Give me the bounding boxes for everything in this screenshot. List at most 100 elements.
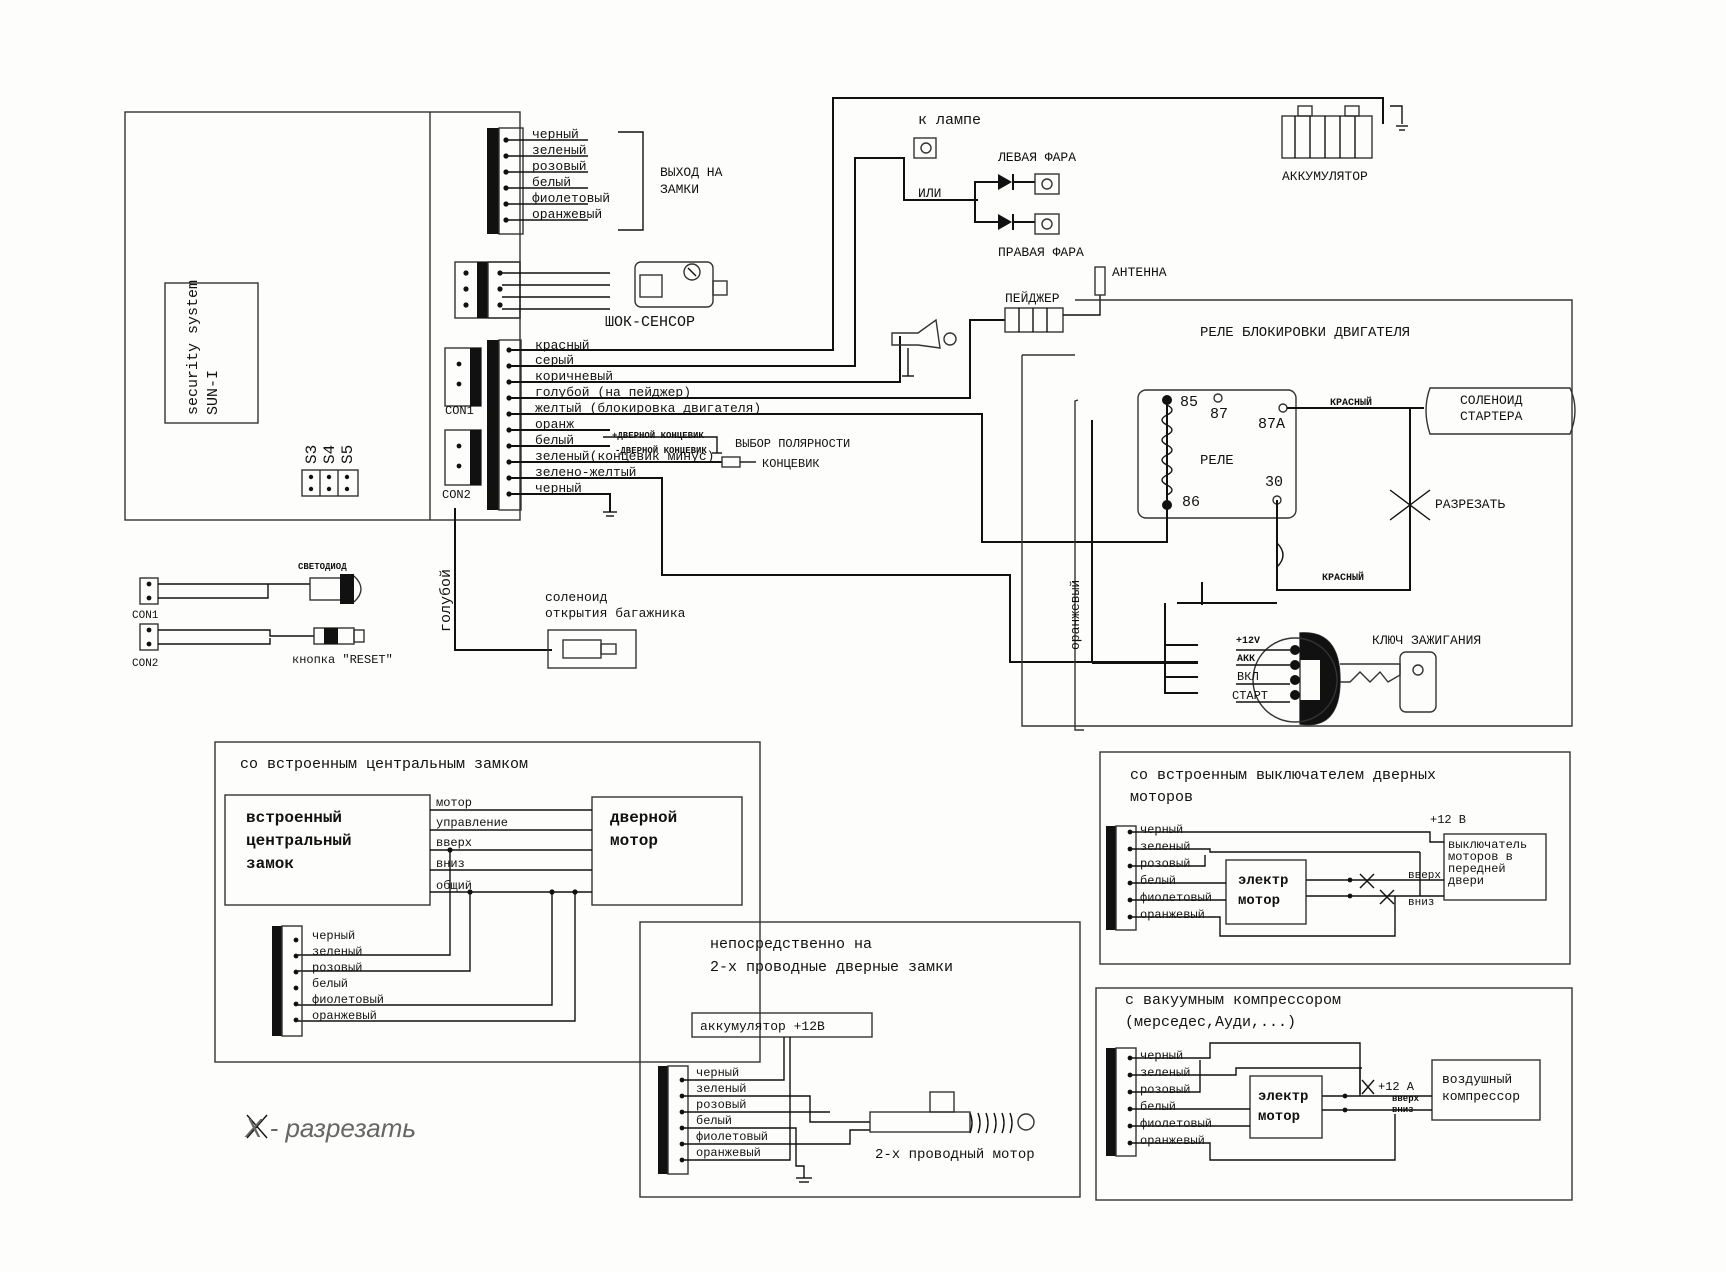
vac-wire-4: фиолетовый xyxy=(1140,1117,1212,1131)
sw-plus12: +12 В xyxy=(1430,813,1466,827)
shock-sensor: ШОК-СЕНСОР xyxy=(454,261,728,331)
cl-wire-5: оранжевый xyxy=(312,1009,377,1023)
harness-wire-4: желтый (блокировка двигателя) xyxy=(535,401,761,416)
harness-wire-9: черный xyxy=(535,481,582,496)
lock-wire-0: черный xyxy=(532,127,579,142)
relay-pin-87: 87 xyxy=(1210,406,1228,423)
relay-red-label-2: КРАСНЫЙ xyxy=(1322,570,1364,584)
harness-wire-5: оранж xyxy=(535,417,574,432)
builtin-lock-line2: центральный xyxy=(246,832,352,850)
two-wire-motor xyxy=(869,1091,1035,1134)
direct-battery-label: аккумулятор +12В xyxy=(700,1019,825,1034)
cl-wire-4: фиолетовый xyxy=(312,993,384,1007)
trunk-solenoid-area: голубой соленоид открытия багажника xyxy=(438,508,686,669)
orange-wire-label: оранжевый xyxy=(1068,580,1083,650)
central-lock-box: со встроенным центральным замком встроен… xyxy=(214,741,761,1063)
direct-box: непосредственно на 2-х проводные дверные… xyxy=(639,921,1081,1198)
ignition-switch[interactable] xyxy=(1252,632,1437,726)
ignition-pin-acc: АКК xyxy=(1237,654,1255,665)
relay-red-label-1: КРАСНЫЙ xyxy=(1330,395,1372,409)
sw-switch-line1: выключатель xyxy=(1448,838,1527,852)
ignition-pin-start: СТАРТ xyxy=(1232,689,1268,703)
polarity-label: ВЫБОР ПОЛЯРНОСТИ xyxy=(735,437,850,451)
legend-text: Х - разрезать xyxy=(244,1113,416,1143)
lock-output-title-2: ЗАМКИ xyxy=(660,182,699,197)
switch-label-s5: S5 xyxy=(339,445,357,464)
door-switch-minus: -ДВЕРНОЙ КОНЦЕВИК xyxy=(615,445,707,456)
unit-label-line1: security system xyxy=(185,280,202,415)
starter-solenoid-line1: СОЛЕНОИД xyxy=(1460,393,1523,408)
switch-box: со встроенным выключателем дверных мотор… xyxy=(1099,751,1571,965)
cl-wire-1: зеленый xyxy=(312,945,362,959)
vac-up: вверх xyxy=(1392,1094,1420,1104)
dip-switches[interactable] xyxy=(301,469,359,497)
unit-label-line2: SUN-I xyxy=(205,370,222,415)
right-headlight-label: ПРАВАЯ ФАРА xyxy=(998,245,1084,260)
small-con1-label: CON1 xyxy=(132,610,159,622)
cl-wire-0: черный xyxy=(312,929,355,943)
cl-wire-3: белый xyxy=(312,977,348,991)
harness-wire-1: серый xyxy=(535,353,574,368)
ignition-pin-12v: +12V xyxy=(1236,636,1260,647)
sw-wire-2: розовый xyxy=(1140,857,1190,871)
direct-wire-1: зеленый xyxy=(696,1082,746,1096)
sw-wire-3: белый xyxy=(1140,874,1176,888)
con2-label: CON2 xyxy=(442,488,471,502)
pager: ПЕЙДЖЕР АНТЕННА xyxy=(1004,265,1167,333)
vacuum-box: с вакуумным компрессором (мерседес,Ауди,… xyxy=(1095,987,1573,1201)
small-con2-label: CON2 xyxy=(132,658,158,670)
sw-down: вниз xyxy=(1408,897,1434,909)
pager-label: ПЕЙДЖЕР xyxy=(1005,291,1060,306)
battery-label: АККУМУЛЯТОР xyxy=(1282,169,1368,184)
right-diode xyxy=(998,213,1060,235)
lock-output-pins xyxy=(503,137,509,223)
vac-comp-line2: компрессор xyxy=(1442,1089,1520,1104)
switch-title-line2: моторов xyxy=(1130,789,1193,806)
vac-wire-1: зеленый xyxy=(1140,1066,1190,1080)
battery: АККУМУЛЯТОР xyxy=(1281,105,1408,184)
lock-wire-4: фиолетовый xyxy=(532,191,610,206)
vac-motor-line1: электр xyxy=(1258,1089,1308,1105)
sw-cut-marks xyxy=(1359,873,1395,905)
vac-comp-line1: воздушный xyxy=(1442,1072,1512,1087)
relay-pin-85: 85 xyxy=(1180,394,1198,411)
lock-wire-5: оранжевый xyxy=(532,207,602,222)
vacuum-title-line1: с вакуумным компрессором xyxy=(1125,992,1341,1009)
relay-pin-86: 86 xyxy=(1182,494,1200,511)
sw-wire-5: оранжевый xyxy=(1140,908,1205,922)
lock-wire-1: зеленый xyxy=(532,143,587,158)
trunk-label-line2: открытия багажника xyxy=(545,606,686,621)
con2-connector: CON2 xyxy=(442,429,482,502)
sw-motor-line1: электр xyxy=(1238,873,1288,889)
relay-block: РЕЛЕ БЛОКИРОВКИ ДВИГАТЕЛЯ 85 87 87A РЕЛЕ… xyxy=(1021,299,1576,731)
harness-wire-3: голубой (на пейджер) xyxy=(535,385,691,400)
ignition-label: КЛЮЧ ЗАЖИГАНИЯ xyxy=(1372,633,1481,648)
builtin-lock-line1: встроенный xyxy=(246,809,342,827)
sw-up: вверх xyxy=(1408,870,1441,882)
con1-connector: CON1 xyxy=(444,347,482,418)
direct-wire-4: фиолетовый xyxy=(696,1130,768,1144)
relay-pin-30: 30 xyxy=(1265,474,1283,491)
door-motor-line1: дверной xyxy=(610,809,677,827)
antenna-label: АНТЕННА xyxy=(1112,265,1167,280)
shock-sensor-label: ШОК-СЕНСОР xyxy=(605,314,695,331)
starter-solenoid-line2: СТАРТЕРА xyxy=(1460,409,1523,424)
vac-wire-2: розовый xyxy=(1140,1083,1190,1097)
sw-wire-0: черный xyxy=(1140,823,1183,837)
vac-plus12: +12 А xyxy=(1378,1080,1415,1094)
ignition-pin-on: ВКЛ xyxy=(1237,670,1259,684)
cl-signal-0: мотор xyxy=(436,796,472,810)
switch-label-s3: S3 xyxy=(303,445,321,464)
left-diode xyxy=(998,173,1060,195)
lock-wire-2: розовый xyxy=(532,159,587,174)
relay-pin-87a: 87A xyxy=(1258,416,1285,433)
switch-label-s4: S4 xyxy=(321,445,339,464)
harness-wire-6: белый xyxy=(535,433,574,448)
lamp-area: к лампе ИЛИ ЛЕВАЯ ФАРА ПРАВАЯ ФАРА xyxy=(913,112,1084,260)
sw-motor-line2: мотор xyxy=(1238,893,1280,909)
vac-wire-5: оранжевый xyxy=(1140,1134,1205,1148)
lock-output-title-1: ВЫХОД НА xyxy=(660,165,723,180)
two-wire-motor-label: 2-х проводный мотор xyxy=(875,1146,1035,1163)
cl-signal-4: общий xyxy=(436,879,472,893)
